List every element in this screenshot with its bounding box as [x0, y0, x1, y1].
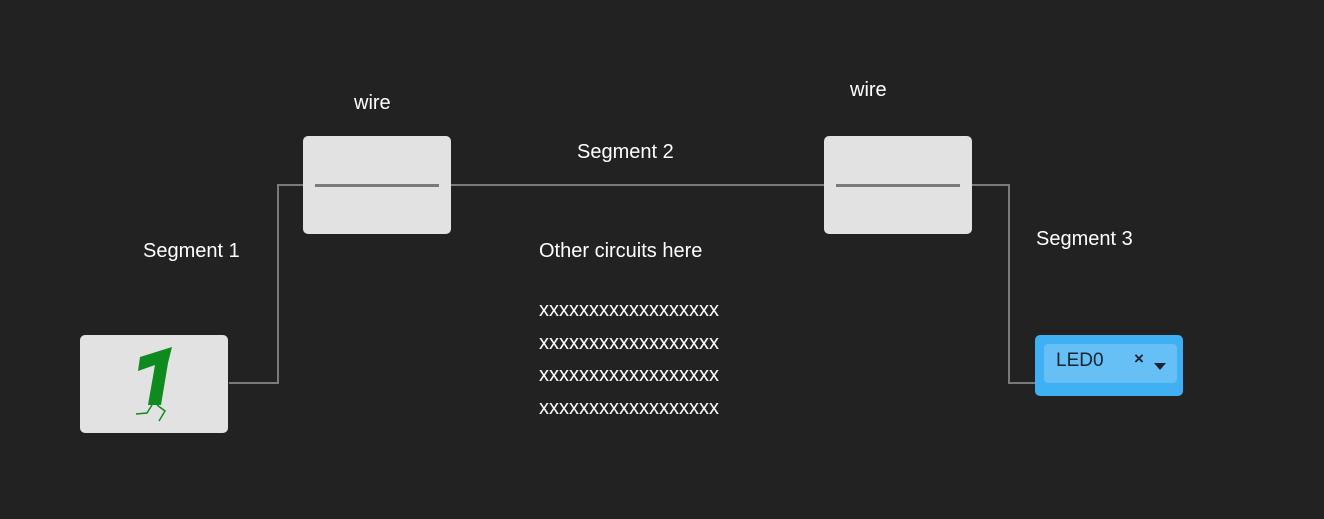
led-output-block: LED0 ×	[1035, 335, 1183, 396]
wire-block-right[interactable]	[824, 136, 972, 234]
segment-1-wire	[229, 184, 303, 384]
segment-3-wire	[972, 184, 1035, 384]
filler-line: xxxxxxxxxxxxxxxxxx	[539, 396, 719, 419]
wire-line-icon	[836, 184, 960, 187]
led-selected-value: LED0	[1056, 350, 1104, 371]
wire-block-left[interactable]	[303, 136, 451, 234]
wire-left-label: wire	[354, 92, 391, 114]
filler-line: xxxxxxxxxxxxxxxxxx	[539, 299, 719, 321]
segment-2-label: Segment 2	[577, 141, 674, 163]
segment-3-label: Segment 3	[1036, 228, 1133, 250]
placeholder-text: xxxxxxxxxxxxxxxxxx xxxxxxxxxxxxxxxxxx xx…	[539, 294, 719, 424]
led-select[interactable]: LED0 ×	[1044, 344, 1177, 383]
wire-right-label: wire	[850, 79, 887, 101]
wire-line-icon	[315, 184, 439, 187]
filler-line: xxxxxxxxxxxxxxxxxx	[539, 331, 719, 354]
source-block[interactable]	[80, 335, 228, 433]
segment-1-label: Segment 1	[143, 240, 240, 262]
filler-line: xxxxxxxxxxxxxxxxxx	[539, 364, 719, 386]
clear-selection-icon[interactable]: ×	[1134, 349, 1144, 368]
dropdown-arrow-icon[interactable]	[1154, 363, 1166, 370]
walking-digit-one-icon	[135, 347, 172, 422]
other-circuits-label: Other circuits here	[539, 240, 703, 262]
